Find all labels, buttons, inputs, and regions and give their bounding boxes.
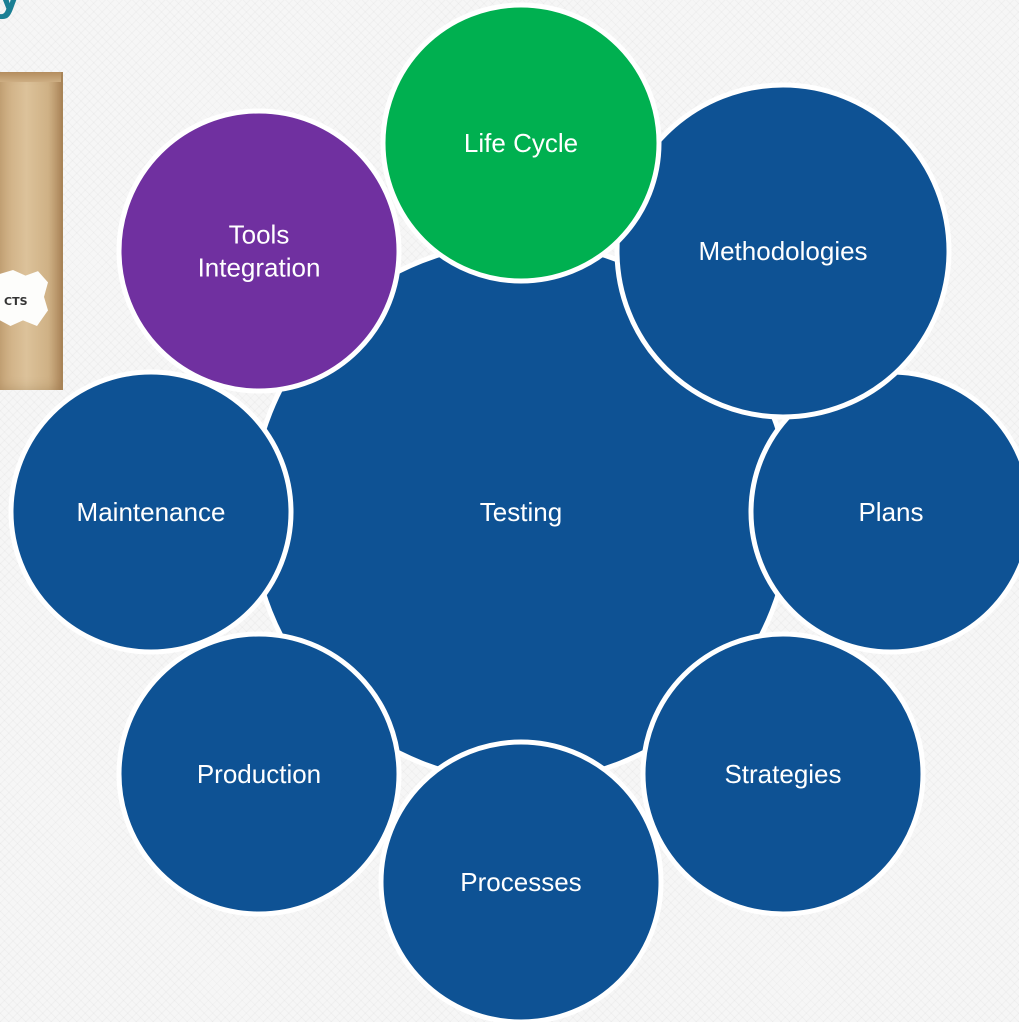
node-tools-integration-label: Integration xyxy=(198,253,321,283)
node-strategies-label: Strategies xyxy=(724,759,841,789)
node-processes: Processes xyxy=(378,739,664,1022)
node-production-label: Production xyxy=(197,759,321,789)
node-life-cycle-circle xyxy=(380,2,662,284)
node-maintenance-label: Maintenance xyxy=(77,497,226,527)
node-maintenance-circle xyxy=(8,369,294,655)
node-production: Production xyxy=(116,631,402,917)
box-label-text: CTS xyxy=(4,295,28,308)
node-strategies: Strategies xyxy=(640,631,926,917)
node-methodologies-label: Methodologies xyxy=(698,236,867,266)
node-life-cycle-label: Life Cycle xyxy=(464,128,578,158)
center-label: Testing xyxy=(480,497,562,527)
node-methodologies-circle xyxy=(614,82,952,420)
node-strategies-circle xyxy=(640,631,926,917)
node-processes-label: Processes xyxy=(460,867,581,897)
node-tools-integration-label: Tools xyxy=(229,220,290,250)
box-torn-hole xyxy=(0,270,48,326)
node-life-cycle: Life Cycle xyxy=(380,2,662,284)
title-fragment: y xyxy=(0,0,140,22)
node-maintenance: Maintenance xyxy=(8,369,294,655)
node-production-circle xyxy=(116,631,402,917)
node-processes-circle xyxy=(378,739,664,1022)
node-methodologies: Methodologies xyxy=(614,82,952,420)
node-plans-label: Plans xyxy=(858,497,923,527)
node-tools-integration-circle xyxy=(116,108,402,394)
box-flap xyxy=(0,72,61,82)
cardboard-box-image: CTS xyxy=(0,72,63,390)
title-text: y xyxy=(0,0,23,18)
